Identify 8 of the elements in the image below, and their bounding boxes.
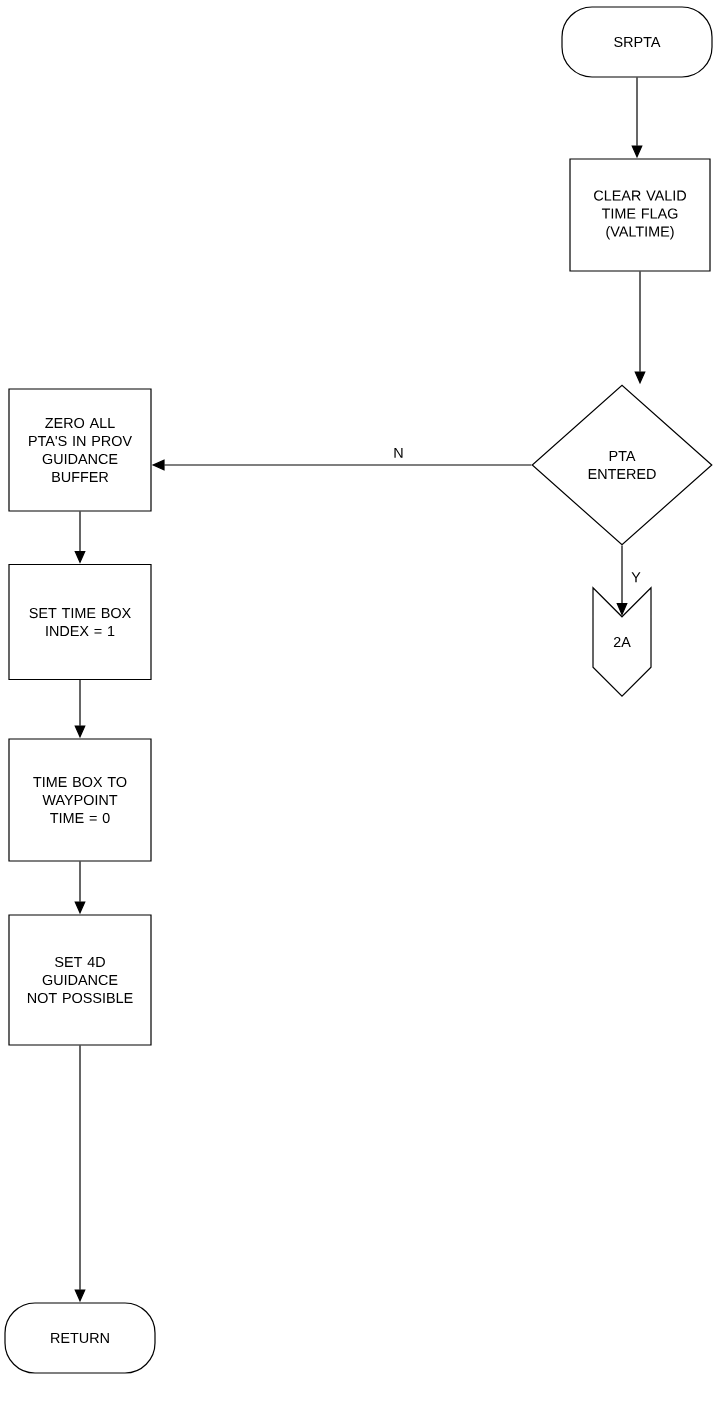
off-page-connector: 2A — [592, 586, 652, 698]
process-box: SET TIME BOX INDEX = 1 — [8, 563, 152, 681]
edge-label: N — [392, 446, 405, 459]
process-box: TIME BOX TO WAYPOINT TIME = 0 — [8, 738, 152, 862]
process-box: ZERO ALL PTA'S IN PROV GUIDANCE BUFFER — [8, 388, 152, 512]
process-box: SET 4D GUIDANCE NOT POSSIBLE — [8, 914, 152, 1046]
process-box: CLEAR VALID TIME FLAG (VALTIME) — [569, 158, 711, 272]
edge-label: Y — [630, 571, 642, 584]
